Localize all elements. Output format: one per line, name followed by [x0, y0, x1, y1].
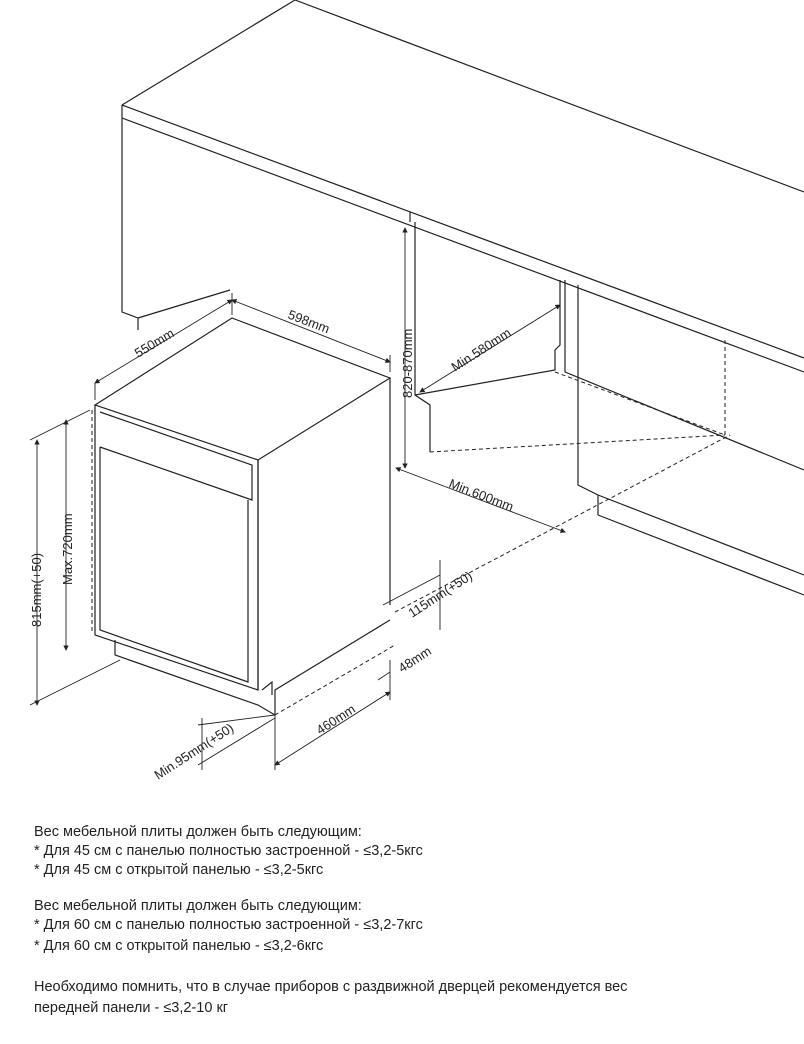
dim-height-total-label: 815mm(+50): [29, 553, 44, 627]
dim-plinth-offset-label: 48mm: [395, 643, 433, 675]
note-title: Вес мебельной плиты должен быть следующи…: [34, 824, 362, 840]
dishwasher-body: [91, 317, 392, 716]
note-title: Вес мебельной плиты должен быть следующи…: [34, 898, 362, 914]
dim-niche-width-label: Min.600mm: [447, 476, 516, 514]
dimension-lines: [29, 227, 566, 770]
dim-niche-depth-label: Min.580mm: [448, 325, 513, 375]
dim-height-max-label: Max.720mm: [60, 513, 75, 585]
note-item: * Для 45 см с панелью полностью застроен…: [34, 843, 423, 859]
note-item: * Для 60 см с открытой панелью - ≤3,2-6к…: [34, 938, 324, 954]
countertop: [121, 0, 804, 373]
dim-niche-height-label: 820-870mm: [400, 329, 415, 398]
dim-door-gap-label: Min.95mm(+50): [151, 720, 236, 782]
note-item: * Для 60 см с панелью полностью застроен…: [34, 917, 423, 933]
dim-plinth-depth-label: 460mm: [313, 701, 358, 737]
note-item: * Для 45 см с открытой панелью - ≤3,2-5к…: [34, 862, 324, 878]
weight-notes: Вес мебельной плиты должен быть следующи…: [34, 823, 627, 1018]
dim-depth-label: 550mm: [132, 325, 177, 360]
dim-width-label: 598mm: [286, 307, 332, 337]
installation-diagram: 550mm 598mm 815mm(+50) Max.720mm 820-870…: [29, 0, 804, 783]
note-sliding-door-cont: передней панели - ≤3,2-10 кг: [34, 1000, 229, 1016]
left-cabinet: [121, 118, 411, 330]
note-sliding-door: Необходимо помнить, что в случае приборо…: [34, 979, 628, 995]
